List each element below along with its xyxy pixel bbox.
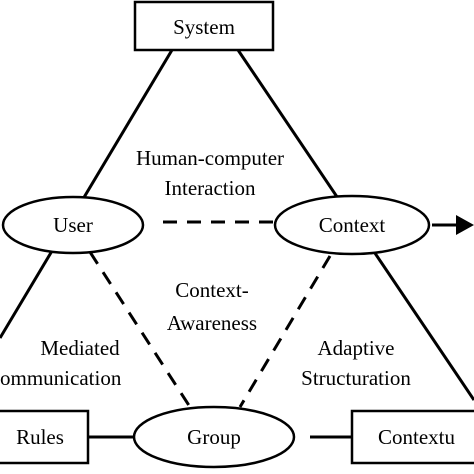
adaptive-label-line1: Adaptive — [318, 336, 395, 360]
adaptive-label-line2: Structuration — [301, 366, 411, 390]
arrow-head-icon — [456, 215, 474, 235]
group-ellipse — [132, 405, 296, 469]
group-label: Group — [187, 425, 241, 449]
contextual-box — [350, 409, 474, 465]
mediated-label-line1: Mediated — [40, 336, 120, 360]
context-label: Context — [319, 213, 386, 237]
context-ellipse — [273, 194, 431, 256]
user-label: User — [53, 213, 93, 237]
human-computer-label-line2: Interaction — [165, 176, 256, 200]
user-ellipse — [1, 195, 145, 255]
edge-system-left — [0, 49, 174, 339]
rules-box — [0, 409, 90, 465]
mediated-label-line2: ommunication — [0, 366, 122, 390]
contextual-label: Contextu — [378, 425, 455, 449]
human-computer-label-line1: Human-computer — [136, 146, 284, 170]
rules-label: Rules — [16, 425, 64, 449]
context-awareness-label-line2: Awareness — [167, 311, 257, 335]
edge-context-group-dashed — [238, 255, 332, 408]
context-awareness-label-line1: Context- — [175, 278, 249, 302]
system-box — [133, 0, 275, 52]
system-label: System — [173, 15, 235, 39]
edge-user-group-dashed — [88, 251, 192, 408]
